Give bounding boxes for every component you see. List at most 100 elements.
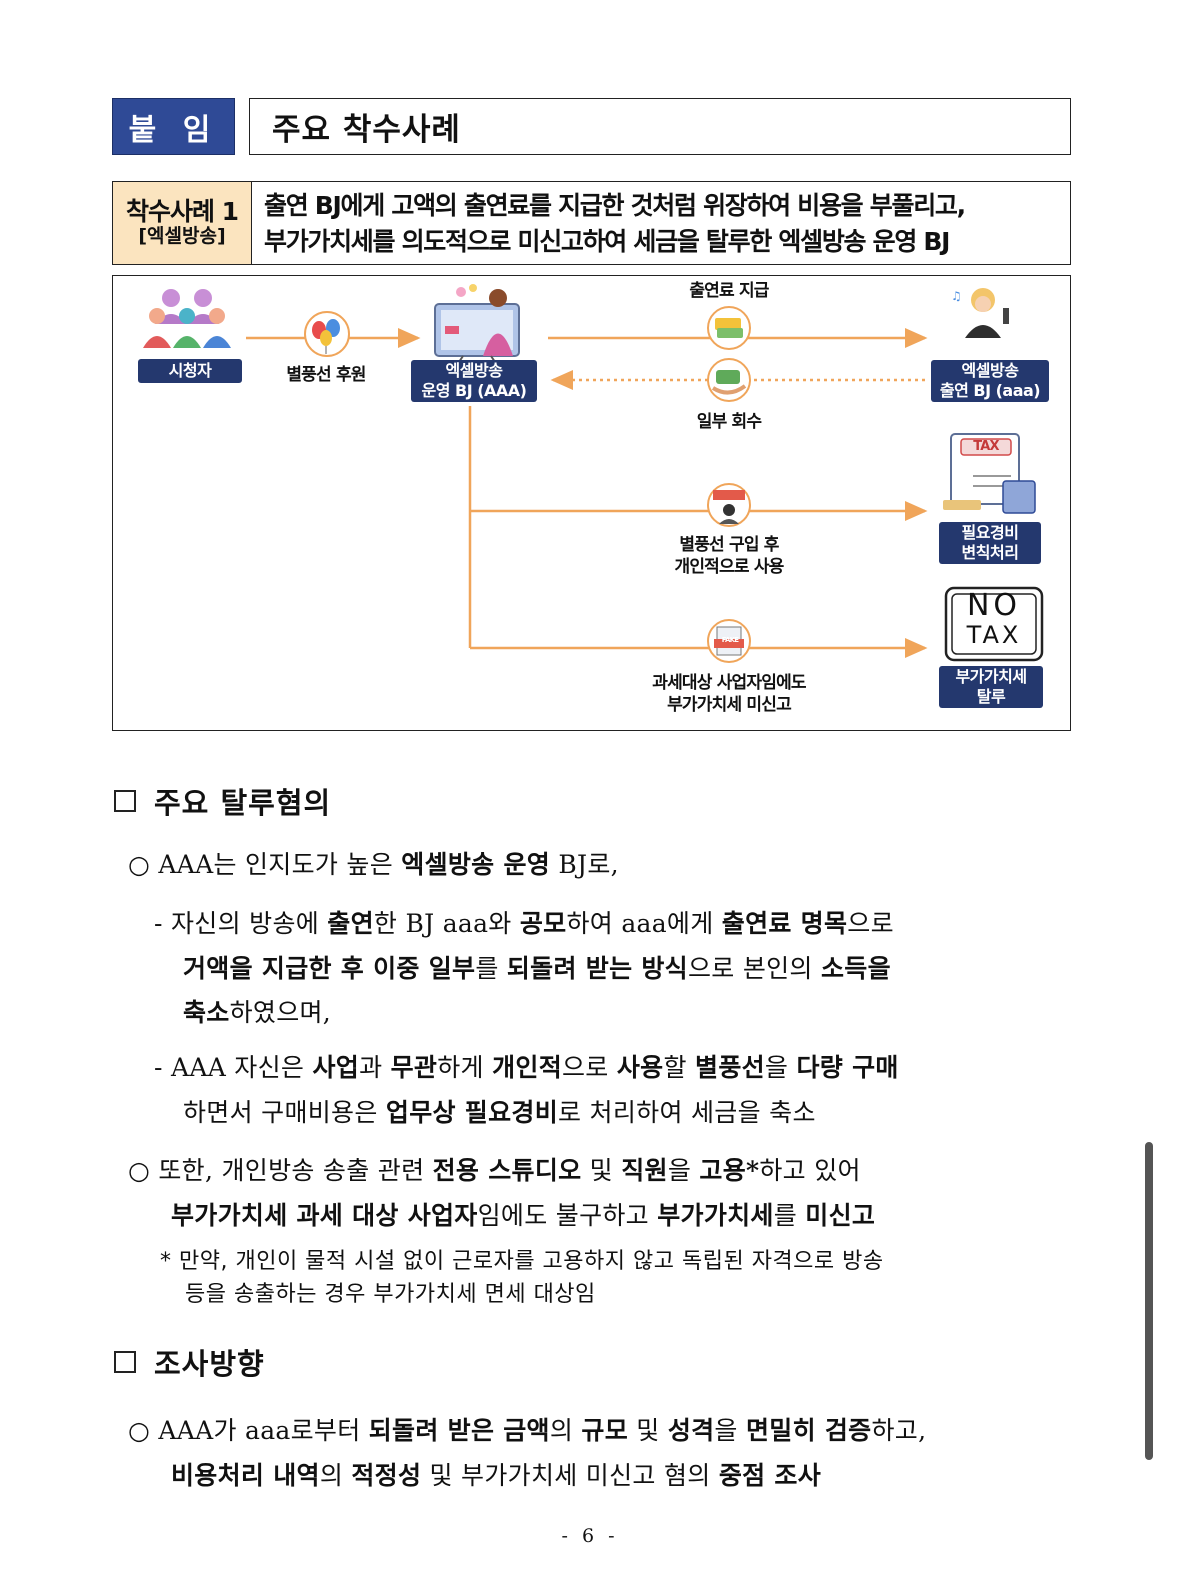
text-run: 의 — [549, 1416, 582, 1445]
operator-bj-icon — [434, 284, 520, 369]
diagram-connectors: ♫ — [143, 284, 1044, 663]
bold-run: 미신고 — [805, 1201, 876, 1230]
bold-run: 공모 — [519, 909, 567, 938]
circle-bullet-icon: ○ — [128, 1416, 151, 1445]
performer-label-line2: 출연 BJ (aaa) — [939, 381, 1041, 400]
camera-person-icon — [707, 483, 751, 527]
s1-paragraph3-line1: - AAA 자신은 사업과 무관하게 개인적으로 사용할 별풍선을 다량 구매 — [154, 1048, 899, 1084]
text-run: 의 — [319, 1461, 352, 1490]
text-run: 하게 — [437, 1053, 493, 1082]
bold-run: 축소 — [183, 998, 230, 1027]
text-run: 임에도 불구하고 — [477, 1201, 658, 1230]
scrollbar[interactable] — [1145, 1142, 1153, 1460]
svg-text:♫: ♫ — [951, 289, 962, 303]
case-label-number: 착수사례 1 — [125, 196, 239, 226]
operator-label-line2: 운영 BJ (AAA) — [421, 381, 527, 400]
bold-run: 소득을 — [820, 954, 891, 983]
money-hand-icon — [707, 358, 751, 402]
text-run: AAA는 인지도가 높은 — [158, 850, 402, 879]
s2-paragraph1-line1: ○ AAA가 aaa로부터 되돌려 받은 금액의 규모 및 성격을 면밀히 검증… — [128, 1411, 926, 1447]
text-run: 으로 — [847, 909, 894, 938]
taxable-line2: 부가가치세 미신고 — [667, 695, 792, 715]
text-run: 을 — [764, 1053, 797, 1082]
text-run: 할 — [663, 1053, 696, 1082]
text-run: 및 — [581, 1156, 622, 1185]
case-desc-line2: 부가가치세를 의도적으로 미신고하여 세금을 탈루한 엑셀방송 운영 BJ — [264, 227, 950, 256]
performer-bj-label: 엑셀방송 출연 BJ (aaa) — [931, 360, 1049, 402]
section-checkbox-icon — [114, 790, 136, 812]
text-run: 을 — [667, 1156, 700, 1185]
text-run: 하고, — [871, 1416, 927, 1445]
operator-label-line1: 엑셀방송 — [445, 361, 503, 380]
s2-paragraph1-line2: 비용처리 내역의 적정성 및 부가가치세 미신고 혐의 중점 조사 — [171, 1456, 821, 1492]
page-title: 주요 착수사례 — [249, 98, 1071, 155]
money-stack-icon — [707, 306, 751, 350]
bold-run: 직원 — [621, 1156, 668, 1185]
text-run: 하여 aaa에게 — [566, 909, 722, 938]
text-run: 및 — [628, 1416, 668, 1445]
s1-paragraph4-line1: ○ 또한, 개인방송 송출 관련 전용 스튜디오 및 직원을 고용*하고 있어 — [128, 1151, 861, 1187]
balloon-sponsor-label: 별풍선 후원 — [286, 365, 366, 385]
section-heading-evasion: 주요 탈루혐의 — [114, 780, 331, 822]
section-heading-text: 주요 탈루혐의 — [154, 786, 332, 820]
bold-run: 규모 — [581, 1416, 629, 1445]
s1-paragraph2-line2: 거액을 지급한 후 이중 일부를 되돌려 받는 방식으로 본인의 소득을 — [183, 949, 891, 985]
no-tax-line2: TAX — [966, 621, 1022, 649]
bold-run: 거액을 지급한 후 이중 일부 — [183, 954, 476, 983]
page-number: - 6 - — [561, 1525, 619, 1547]
scheme-diagram: ♫ TAX NO TAX — [112, 275, 1071, 731]
bold-run: 전용 스튜디오 — [432, 1156, 582, 1185]
s1-paragraph2-line1: - 자신의 방송에 출연한 BJ aaa와 공모하여 aaa에게 출연료 명목으… — [154, 904, 894, 940]
text-run: 을 — [714, 1416, 746, 1445]
operator-bj-label: 엑셀방송 운영 BJ (AAA) — [411, 360, 537, 402]
balloon-purchase-label: 별풍선 구입 후 개인적으로 사용 — [629, 534, 829, 578]
text-run: 과 — [359, 1053, 391, 1082]
s1-paragraph3-line2: 하면서 구매비용은 업무상 필요경비로 처리하여 세금을 축소 — [183, 1093, 816, 1129]
text-run: 를 — [475, 954, 507, 983]
s1-paragraph2-line3: 축소하였으며, — [183, 993, 331, 1029]
fake-document-icon — [707, 619, 751, 663]
partial-return-label: 일부 회수 — [696, 412, 762, 432]
bold-run: 출연료 명목 — [721, 909, 848, 938]
dash-bullet: - — [154, 909, 163, 938]
section-checkbox-icon — [114, 1351, 136, 1373]
balloon-purchase-line1: 별풍선 구입 후 — [679, 535, 779, 555]
bold-run: 성격 — [667, 1416, 715, 1445]
viewer-crowd-icon — [143, 289, 231, 348]
bold-run: 되돌려 받은 금액 — [368, 1416, 550, 1445]
attachment-tag: 붙 임 — [112, 98, 235, 155]
viewer-label: 시청자 — [138, 359, 242, 383]
text-run: 으로 본인의 — [687, 954, 821, 983]
text-run: 하였으며, — [229, 998, 332, 1027]
tax-document-icon — [943, 433, 1036, 514]
text-run: BJ로, — [550, 850, 619, 879]
text-run: AAA가 aaa로부터 — [158, 1416, 369, 1445]
s1-paragraph1: ○ AAA는 인지도가 높은 엑셀방송 운영 BJ로, — [128, 845, 619, 881]
asterisk-marker: * — [160, 1249, 172, 1274]
text-run: 하면서 구매비용은 — [183, 1098, 386, 1127]
balloon-purchase-line2: 개인적으로 사용 — [674, 557, 785, 577]
bold-run: 중점 조사 — [718, 1461, 822, 1490]
text-run: 으로 — [562, 1053, 617, 1082]
text-run: 한 BJ aaa와 — [373, 909, 520, 938]
bold-run: 별풍선 — [695, 1053, 765, 1082]
bold-run: 출연 — [327, 909, 374, 938]
text-run: 로 처리하여 세금을 축소 — [558, 1098, 816, 1127]
expense-label-line1: 필요경비 — [961, 523, 1019, 542]
bold-run: 비용처리 내역 — [171, 1461, 320, 1490]
vat-evasion-line1: 부가가치세 — [955, 667, 1027, 686]
bold-run: 엑셀방송 운영 — [401, 850, 551, 879]
bold-run: 개인적 — [492, 1053, 562, 1082]
section-heading-investigation: 조사방향 — [114, 1341, 265, 1383]
bold-run: 되돌려 받는 방식 — [506, 954, 688, 983]
balloon-icon — [304, 311, 350, 357]
no-tax-sign-icon — [944, 586, 1044, 662]
tax-doc-label: TAX — [973, 439, 999, 454]
case-label-category: [엑셀방송] — [138, 225, 226, 248]
bold-run: 업무상 필요경비 — [385, 1098, 559, 1127]
footnote-text: 만약, 개인이 물적 시설 없이 근로자를 고용하지 않고 독립된 자격으로 방… — [179, 1249, 884, 1274]
text-run: 를 — [773, 1201, 806, 1230]
expense-label-line2: 변칙처리 — [961, 543, 1019, 562]
taxable-line1: 과세대상 사업자임에도 — [652, 673, 806, 693]
case-box: 착수사례 1 [엑셀방송] 출연 BJ에게 고액의 출연료를 지급한 것처럼 위… — [112, 181, 1071, 265]
